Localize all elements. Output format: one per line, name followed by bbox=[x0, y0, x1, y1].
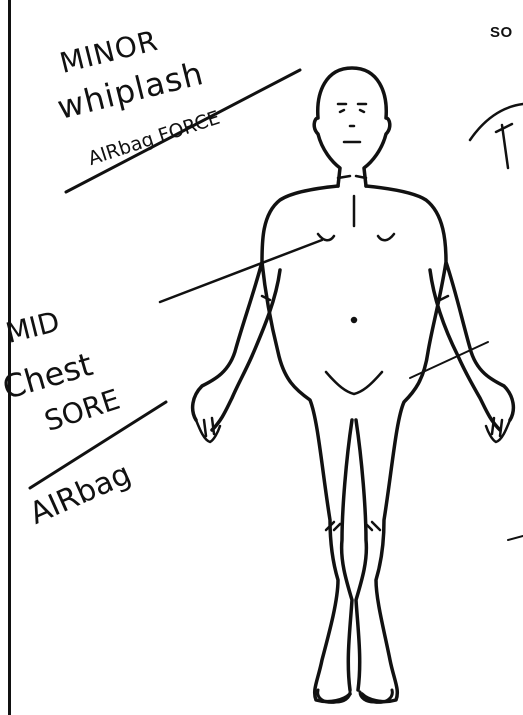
left-hand bbox=[196, 418, 220, 442]
face-features bbox=[338, 104, 366, 142]
right-edge-arc bbox=[470, 104, 523, 140]
underline-whiplash bbox=[66, 70, 300, 192]
left-inner-arm bbox=[212, 270, 280, 430]
body-silhouette bbox=[193, 68, 514, 702]
anatomical-marks bbox=[262, 176, 448, 530]
left-side-outline bbox=[193, 186, 350, 702]
groin-line bbox=[326, 372, 382, 394]
clavicle-marks bbox=[338, 176, 366, 178]
navel bbox=[352, 318, 356, 322]
right-edge-dash bbox=[508, 536, 523, 540]
underline-sore bbox=[30, 402, 166, 488]
pointer-line-chest bbox=[160, 240, 322, 302]
right-edge-mark bbox=[496, 124, 512, 168]
right-knee-marks bbox=[366, 522, 380, 530]
inner-legs bbox=[342, 420, 367, 690]
right-nipple bbox=[378, 234, 394, 240]
right-side-outline bbox=[362, 186, 513, 702]
left-knee-marks bbox=[326, 522, 340, 530]
